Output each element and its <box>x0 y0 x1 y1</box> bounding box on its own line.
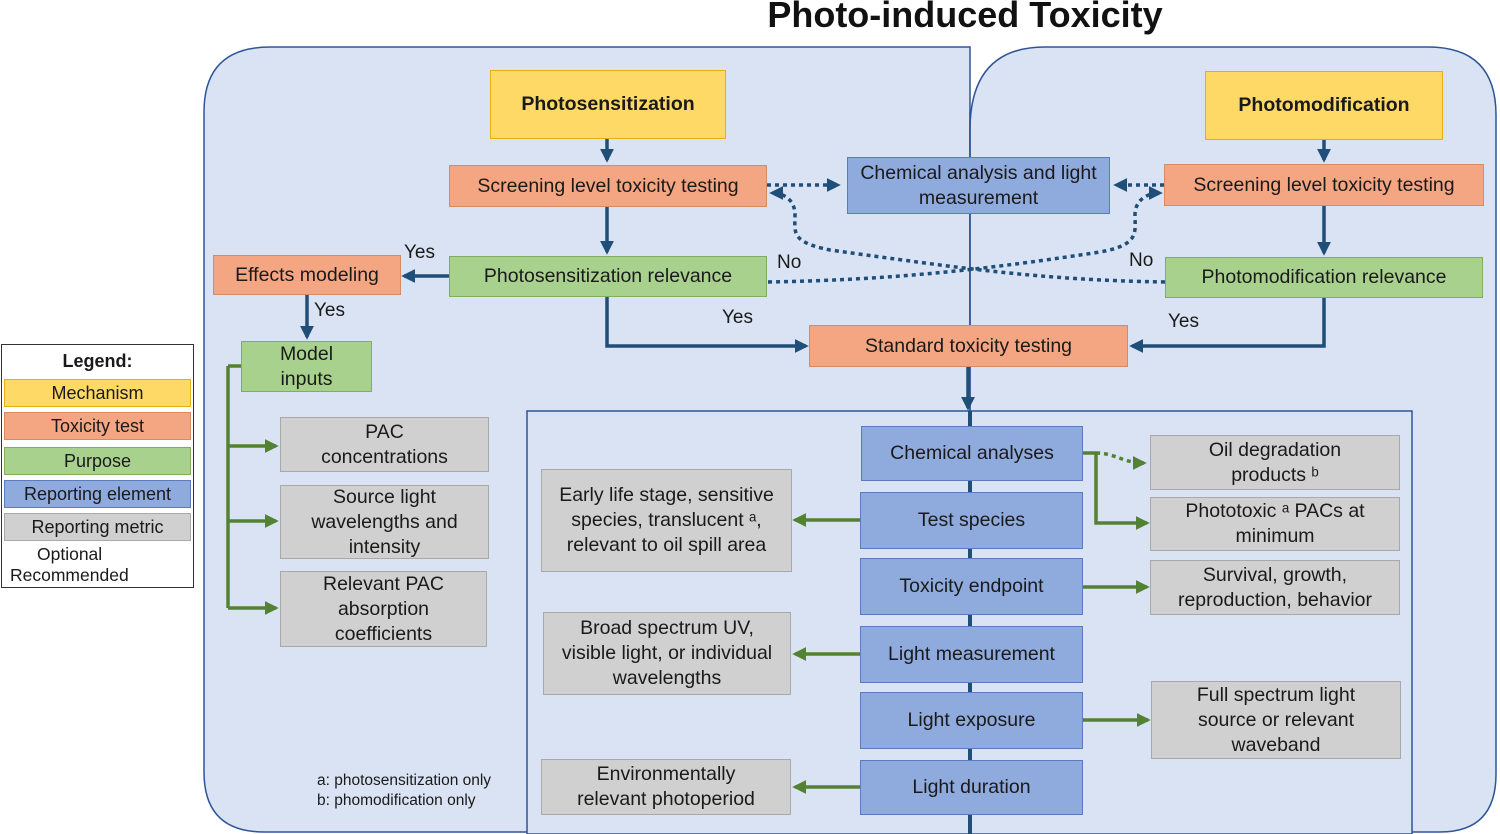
light-exposure-box: Light exposure <box>860 692 1083 749</box>
legend-reporting-element: Reporting element <box>4 480 191 508</box>
footnote-b: b: phomodification only <box>317 792 476 809</box>
legend-optional: Optional <box>37 544 103 564</box>
photomodification-box: Photomodification <box>1205 71 1443 140</box>
photoperiod-box: Environmentally relevant photoperiod <box>541 759 791 815</box>
legend-toxicity-test: Toxicity test <box>4 412 191 440</box>
yes-label-right-standard: Yes <box>1168 311 1199 332</box>
screening-test-left: Screening level toxicity testing <box>449 165 767 207</box>
source-light-box: Source light wavelengths and intensity <box>280 485 489 559</box>
no-label-left: No <box>777 252 802 273</box>
pac-absorption-box: Relevant PAC absorption coefficients <box>280 571 487 647</box>
standard-toxicity-testing-box: Standard toxicity testing <box>809 325 1128 367</box>
no-label-right: No <box>1129 250 1154 271</box>
screening-test-right: Screening level toxicity testing <box>1164 164 1484 206</box>
footnote-a: a: photosensitization only <box>317 772 492 789</box>
toxicity-endpoint-box: Toxicity endpoint <box>860 558 1083 615</box>
test-species-box: Test species <box>860 492 1083 549</box>
legend-heading: Legend: <box>62 351 133 371</box>
diagram-title: Photo-induced Toxicity <box>767 0 1163 35</box>
photosensitization-box: Photosensitization <box>490 70 726 139</box>
legend-purpose: Purpose <box>4 447 191 475</box>
effects-modeling-box: Effects modeling <box>213 255 401 295</box>
oil-degradation-box: Oil degradation products ᵇ <box>1150 435 1400 490</box>
legend-recommended: Recommended <box>10 565 129 585</box>
full-spectrum-box: Full spectrum light source or relevant w… <box>1151 681 1401 759</box>
light-measurement-box: Light measurement <box>860 626 1083 683</box>
yes-label-left-standard: Yes <box>722 307 753 328</box>
phototoxic-pacs-box: Phototoxic ᵃ PACs at minimum <box>1150 497 1400 551</box>
survival-growth-box: Survival, growth, reproduction, behavior <box>1150 560 1400 615</box>
legend-mechanism: Mechanism <box>4 379 191 407</box>
legend-reporting-metric: Reporting metric <box>4 513 191 541</box>
chemical-analysis-light-box: Chemical analysis and light measurement <box>847 157 1110 214</box>
legend: Legend: Mechanism Toxicity test Purpose … <box>1 344 194 588</box>
photosensitization-relevance-box: Photosensitization relevance <box>449 256 767 297</box>
photomodification-relevance-box: Photomodification relevance <box>1165 257 1483 298</box>
model-inputs-box: Model inputs <box>241 341 372 392</box>
yes-label-model: Yes <box>314 300 345 321</box>
pac-concentrations-box: PAC concentrations <box>280 417 489 472</box>
broad-spectrum-box: Broad spectrum UV, visible light, or ind… <box>543 612 791 695</box>
chemical-analyses-box: Chemical analyses <box>861 426 1083 481</box>
yes-label-effects: Yes <box>404 242 435 263</box>
early-life-stage-box: Early life stage, sensitive species, tra… <box>541 469 792 572</box>
light-duration-box: Light duration <box>860 760 1083 815</box>
